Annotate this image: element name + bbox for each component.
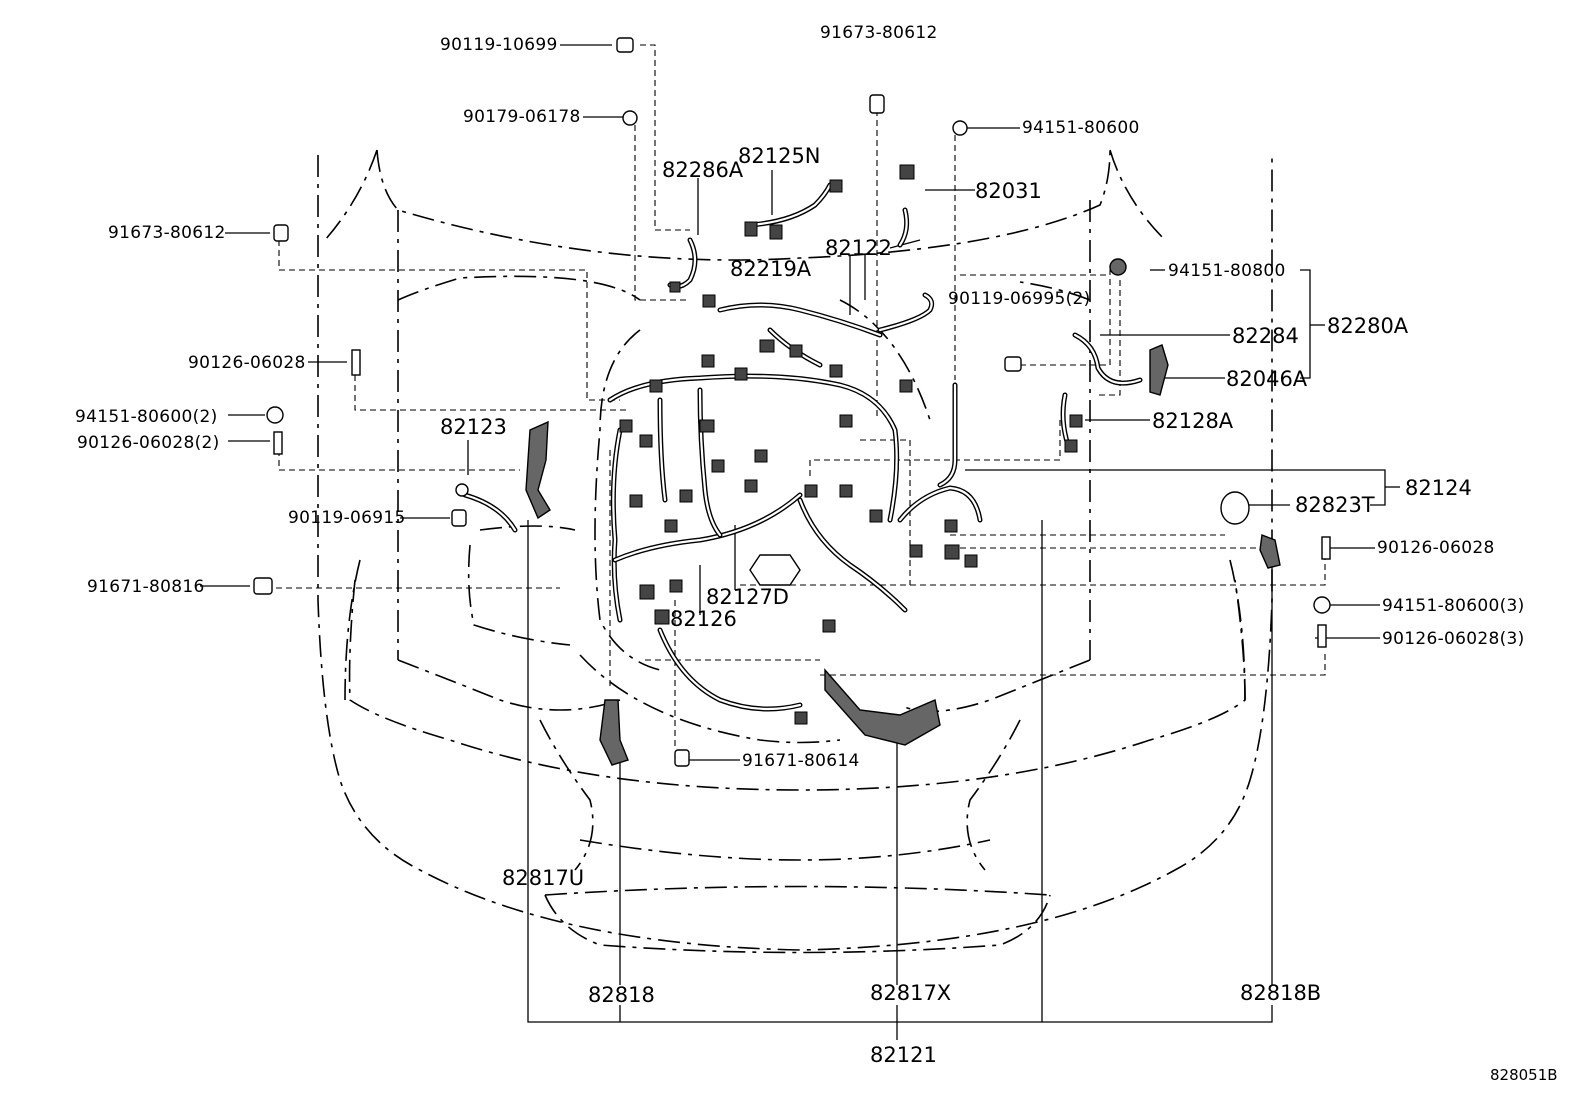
label-90119-06995: 90119-06995(2) — [948, 289, 1091, 309]
label-94151-80800: 94151-80800 — [1168, 261, 1286, 281]
label-82122: 82122 — [825, 236, 892, 260]
label-82031: 82031 — [975, 179, 1042, 203]
label-90126-06028-right: 90126-06028 — [1377, 538, 1495, 558]
label-82121: 82121 — [870, 1043, 937, 1067]
label-82128A: 82128A — [1152, 409, 1234, 433]
label-82124: 82124 — [1405, 476, 1472, 500]
label-90126-06028-2: 90126-06028(2) — [77, 433, 220, 453]
harness-connectors — [619, 164, 1083, 725]
brackets-and-fasteners — [253, 37, 1331, 767]
solid-leaders — [200, 44, 1400, 1040]
label-82817X: 82817X — [870, 981, 951, 1005]
diagram-code: 828051B — [1490, 1066, 1558, 1084]
label-82280A: 82280A — [1327, 314, 1409, 338]
label-82126: 82126 — [670, 607, 737, 631]
label-82046A: 82046A — [1226, 367, 1308, 391]
label-82123: 82123 — [440, 415, 507, 439]
part-labels: 90119-10699 91673-80612 90179-06178 9415… — [75, 23, 1558, 1084]
label-82818: 82818 — [588, 983, 655, 1007]
label-91671-80816: 91671-80816 — [87, 577, 205, 597]
label-82817U: 82817U — [502, 866, 584, 890]
label-91673-80612-top: 91673-80612 — [820, 23, 938, 43]
label-82818B: 82818B — [1240, 981, 1321, 1005]
vehicle-body-outline — [317, 149, 1273, 954]
label-82286A: 82286A — [662, 158, 744, 182]
label-82219A: 82219A — [730, 257, 812, 281]
label-82127D: 82127D — [706, 585, 789, 609]
label-94151-80600-2: 94151-80600(2) — [75, 407, 218, 427]
label-90126-06028-left: 90126-06028 — [188, 353, 306, 373]
engine-wire-harness — [462, 182, 1143, 712]
label-90126-06028-3: 90126-06028(3) — [1382, 629, 1525, 649]
label-82284: 82284 — [1232, 324, 1299, 348]
label-82125N: 82125N — [738, 144, 821, 168]
label-90119-06915: 90119-06915 — [288, 508, 406, 528]
label-94151-80600-3: 94151-80600(3) — [1382, 596, 1525, 616]
label-94151-80600-top: 94151-80600 — [1022, 118, 1140, 138]
label-90179-06178: 90179-06178 — [463, 107, 581, 127]
label-82823T: 82823T — [1295, 493, 1375, 517]
label-91673-80612-left: 91673-80612 — [108, 223, 226, 243]
label-90119-10699: 90119-10699 — [440, 35, 558, 55]
label-91671-80614: 91671-80614 — [742, 751, 860, 771]
